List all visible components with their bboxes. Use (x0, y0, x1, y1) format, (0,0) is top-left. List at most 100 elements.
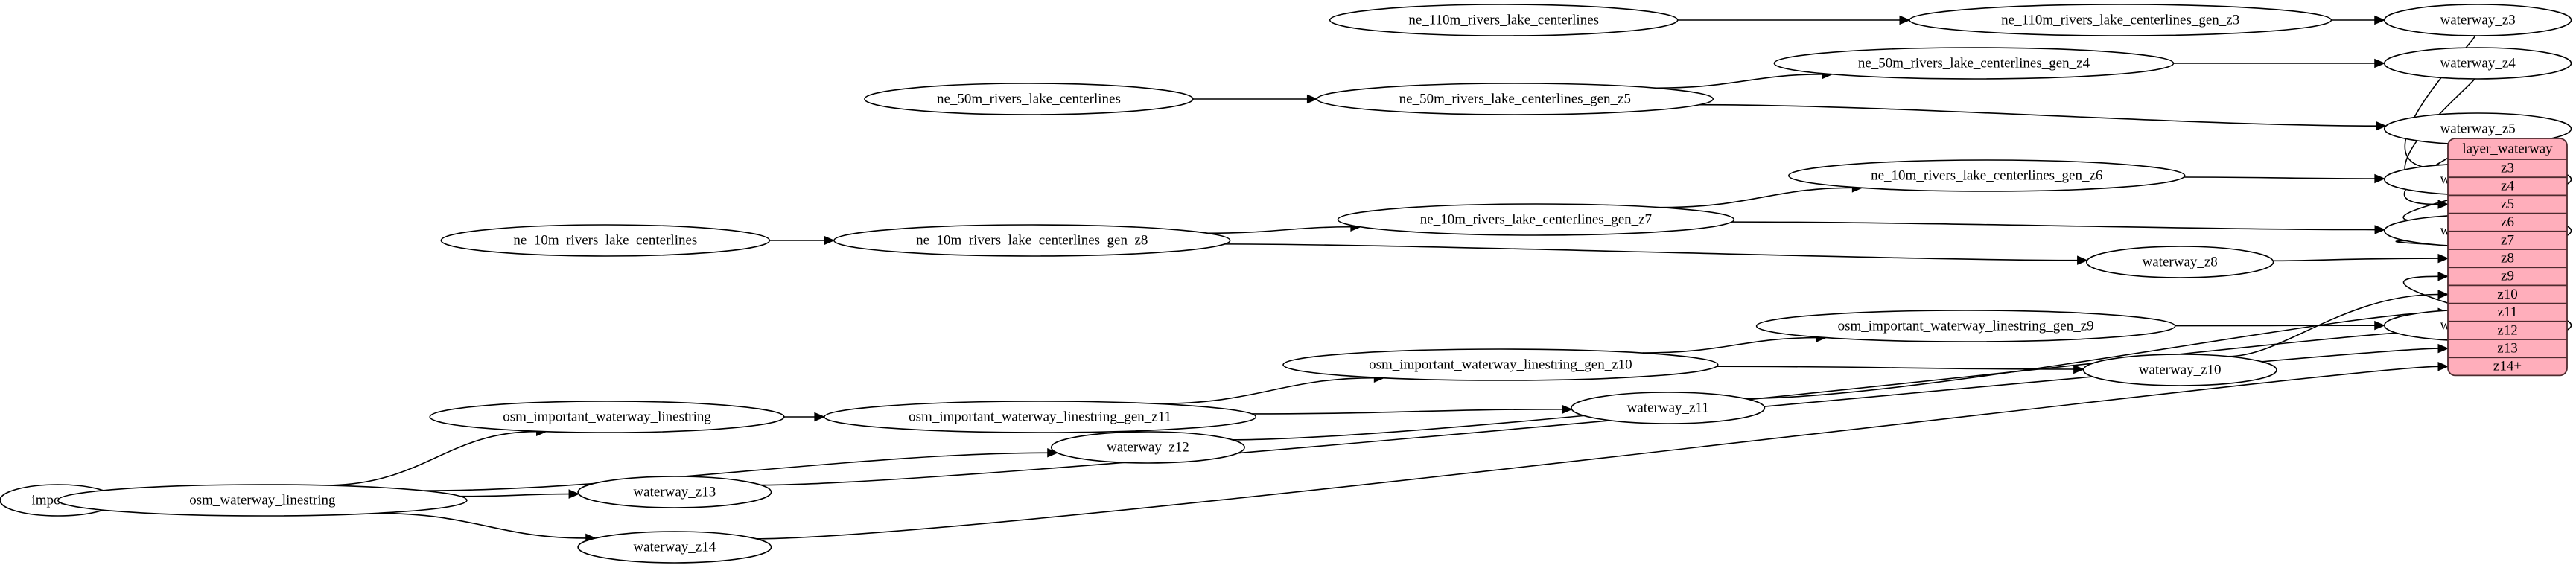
edge-arrowhead (2437, 272, 2449, 281)
record-row-z9[interactable]: z9 (2448, 267, 2567, 284)
node-label: waterway_z11 (1627, 400, 1709, 415)
graph-edge (1717, 366, 2074, 370)
node-label: waterway_z5 (2440, 121, 2515, 136)
edge-arrowhead (2374, 15, 2386, 25)
node-ellipse (864, 83, 1194, 115)
node-label: osm_important_waterway_linestring (503, 409, 711, 424)
record-row-z5[interactable]: z5 (2448, 194, 2567, 212)
edge-arrowhead (2374, 225, 2386, 234)
edge-arrowhead (2077, 255, 2088, 265)
edge-arrowhead (1306, 94, 1318, 104)
node-ellipse (1329, 4, 1679, 36)
graph-edge (376, 512, 586, 539)
record-row-z10[interactable]: z10 (2448, 284, 2567, 302)
record-row-z6[interactable]: z6 (2448, 212, 2567, 230)
node-label: osm_waterway_linestring (189, 492, 336, 508)
node-ellipse (1788, 159, 2186, 192)
record-row-z14plus[interactable]: z14+ (2448, 357, 2567, 374)
record-table-outline (2447, 138, 2568, 377)
edge-arrowhead (824, 235, 836, 246)
node-ellipse (577, 531, 772, 564)
node-label: osm_important_waterway_linestring_gen_z9 (1838, 318, 2094, 334)
record-row-label: z7 (2501, 232, 2514, 248)
record-row-label: z3 (2501, 160, 2514, 176)
graph-edge (1656, 74, 1823, 89)
node-layer: imposm3osm_waterway_linestringosm_import… (0, 4, 2572, 564)
graph-node-waterway_z13[interactable]: waterway_z13 (577, 476, 772, 508)
node-ellipse (824, 401, 1257, 433)
graph-node-waterway_z10[interactable]: waterway_z10 (2082, 354, 2277, 386)
graph-node-ne_50m_rivers_lake_centerlines_gen_z4[interactable]: ne_50m_rivers_lake_centerlines_gen_z4 (1773, 47, 2175, 80)
graph-node-ne_10m_rivers_lake_centerlines_gen_z7[interactable]: ne_10m_rivers_lake_centerlines_gen_z7 (1337, 203, 1735, 236)
graph-edge (1207, 226, 1351, 234)
graph-node-waterway_z8[interactable]: waterway_z8 (2085, 246, 2274, 278)
node-label: ne_10m_rivers_lake_centerlines (513, 232, 697, 248)
node-ellipse (440, 224, 771, 257)
node-label: ne_10m_rivers_lake_centerlines_gen_z8 (916, 232, 1148, 248)
record-row-z7[interactable]: z7 (2448, 230, 2567, 248)
graph-node-osm_important_waterway_linestring[interactable]: osm_important_waterway_linestring (429, 401, 785, 433)
node-label: ne_110m_rivers_lake_centerlines (1408, 12, 1599, 28)
record-row-z3[interactable]: z3 (2448, 159, 2567, 176)
edge-arrowhead (2374, 320, 2386, 331)
edge-arrowhead (2374, 173, 2386, 184)
node-label: ne_50m_rivers_lake_centerlines (937, 91, 1121, 106)
graph-edge (1251, 409, 1562, 415)
graph-edge (324, 430, 537, 486)
graph-node-ne_50m_rivers_lake_centerlines_gen_z5[interactable]: ne_50m_rivers_lake_centerlines_gen_z5 (1316, 83, 1714, 115)
graph-node-waterway_z14[interactable]: waterway_z14 (577, 531, 772, 564)
record-row-z13[interactable]: z13 (2448, 339, 2567, 356)
edge-arrowhead (2437, 253, 2449, 264)
graph-node-ne_10m_rivers_lake_centerlines_gen_z6[interactable]: ne_10m_rivers_lake_centerlines_gen_z6 (1788, 159, 2186, 192)
record-row-label: z6 (2501, 214, 2514, 230)
record-row-z11[interactable]: z11 (2448, 302, 2567, 320)
edge-arrowhead (2376, 121, 2388, 131)
graph-edge (1156, 377, 1375, 405)
graph-node-ne_10m_rivers_lake_centerlines_gen_z8[interactable]: ne_10m_rivers_lake_centerlines_gen_z8 (833, 224, 1231, 257)
record-row-label: z10 (2497, 287, 2517, 302)
graph-node-osm_important_waterway_linestring_gen_z9[interactable]: osm_important_waterway_linestring_gen_z9 (1755, 310, 2176, 342)
record-row-label: z9 (2501, 269, 2514, 284)
node-label: ne_110m_rivers_lake_centerlines_gen_z3 (2001, 12, 2239, 28)
edge-arrowhead (814, 412, 826, 422)
edge-arrowhead (2437, 343, 2449, 354)
graph-node-osm_important_waterway_linestring_gen_z11[interactable]: osm_important_waterway_linestring_gen_z1… (824, 401, 1257, 433)
edge-arrowhead (2437, 362, 2449, 371)
edge-arrowhead (1899, 15, 1911, 25)
record-row-z12[interactable]: z12 (2448, 320, 2567, 338)
graph-node-osm_waterway_linestring[interactable]: osm_waterway_linestring (57, 484, 468, 517)
graph-edge (423, 452, 1048, 491)
node-label: waterway_z13 (633, 484, 716, 500)
record-row-z8[interactable]: z8 (2448, 249, 2567, 266)
record-row-label: z8 (2501, 250, 2514, 266)
graph-node-ne_10m_rivers_lake_centerlines[interactable]: ne_10m_rivers_lake_centerlines (440, 224, 771, 257)
node-label: waterway_z4 (2440, 55, 2516, 71)
node-ellipse (57, 484, 468, 517)
graph-node-osm_important_waterway_linestring_gen_z10[interactable]: osm_important_waterway_linestring_gen_z1… (1282, 348, 1719, 381)
node-label: waterway_z14 (633, 539, 716, 555)
graph-node-ne_110m_rivers_lake_centerlines_gen_z3[interactable]: ne_110m_rivers_lake_centerlines_gen_z3 (1909, 4, 2332, 36)
node-ellipse (1316, 83, 1714, 115)
edge-arrowhead (2437, 290, 2449, 299)
graph-node-ne_110m_rivers_lake_centerlines[interactable]: ne_110m_rivers_lake_centerlines (1329, 4, 1679, 36)
graph-node-waterway_z3[interactable]: waterway_z3 (2383, 4, 2572, 36)
record-row-z4[interactable]: z4 (2448, 176, 2567, 194)
graph-node-waterway_z4[interactable]: waterway_z4 (2383, 47, 2572, 80)
node-ellipse (577, 476, 772, 508)
node-label: ne_10m_rivers_lake_centerlines_gen_z7 (1420, 211, 1652, 227)
graph-edge (1232, 330, 2439, 441)
node-ellipse (1337, 203, 1735, 236)
graph-edge (2404, 35, 2475, 169)
record-row-label: z12 (2497, 322, 2517, 338)
node-ellipse (1755, 310, 2176, 342)
graph-node-waterway_z11[interactable]: waterway_z11 (1571, 392, 1766, 424)
node-ellipse (1050, 431, 1245, 464)
graph-node-waterway_z5[interactable]: waterway_z5 (2383, 112, 2572, 145)
node-label: osm_important_waterway_linestring_gen_z1… (909, 409, 1171, 424)
graph-node-waterway_z12[interactable]: waterway_z12 (1050, 431, 1245, 464)
graph-node-ne_50m_rivers_lake_centerlines[interactable]: ne_50m_rivers_lake_centerlines (864, 83, 1194, 115)
edge-arrowhead (2073, 364, 2084, 374)
node-ellipse (1571, 392, 1766, 424)
node-ellipse (2085, 246, 2274, 278)
